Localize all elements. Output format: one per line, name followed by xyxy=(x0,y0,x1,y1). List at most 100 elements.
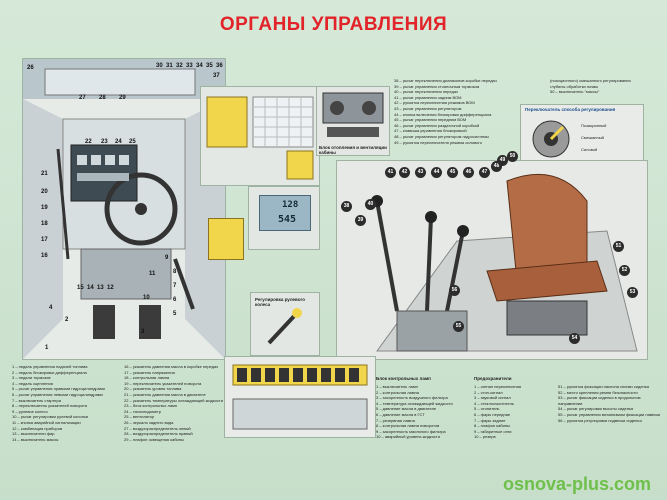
switch-block-left xyxy=(208,218,244,260)
steering-adjust-panel: Регулировка рулевого колеса xyxy=(250,292,320,356)
legend-item: (позиционного) смешанного регулирования xyxy=(550,78,631,83)
legend-item: 11 – кнопка аварийной сигнализации xyxy=(12,419,81,425)
callout-44: 44 xyxy=(431,167,442,178)
callout-31: 31 xyxy=(166,63,173,69)
legend-item: 2 – стоп-сигнал xyxy=(474,389,503,395)
callout-41: 41 xyxy=(385,167,396,178)
legend-item: 10 – аварийный уровень жидкости xyxy=(376,434,440,440)
mode-mixed: Смешанный xyxy=(581,135,604,140)
legend-item: 17 – указатель напряжения xyxy=(124,369,175,375)
callout-33: 33 xyxy=(186,63,193,69)
callout-35: 35 xyxy=(206,63,213,69)
callout-51: 51 xyxy=(613,241,624,252)
legend-item: 19 – переключатель указателей поворота xyxy=(124,380,202,386)
caption-lamp-block: Блок контрольных ламп xyxy=(376,376,431,381)
legend-item: 27 – воздухораспределитель левый xyxy=(124,425,191,431)
legend-item: 41 – рычаг управления задним ВОМ xyxy=(394,94,462,100)
callout-16: 16 xyxy=(41,253,48,259)
heating-panel-drawing xyxy=(206,96,314,180)
legend-item: 45 – рычаг управления передним ВОМ xyxy=(394,117,467,123)
lcd-value-2: 545 xyxy=(278,214,297,225)
callout-7: 7 xyxy=(173,283,177,289)
callout-42: 42 xyxy=(399,167,410,178)
callout-17: 17 xyxy=(41,237,48,243)
legend-item: 43 – рычаг управления регулятором xyxy=(394,105,462,111)
callout-47: 47 xyxy=(479,167,490,178)
cab-drawing xyxy=(23,59,225,359)
callout-11: 11 xyxy=(149,271,156,277)
callout-3: 3 xyxy=(141,329,145,335)
legend-seat: 51 – рукоятка фиксации наклона спинки си… xyxy=(558,384,662,423)
watermark: osnova-plus.com xyxy=(502,474,651,494)
legend-item: 55 – рычаг управления механизмом фиксаци… xyxy=(558,411,661,417)
heating-panel xyxy=(200,86,320,186)
callout-56: 56 xyxy=(449,285,460,296)
lamp-block-drawing xyxy=(232,364,368,430)
regulator-switch-panel: Переключатель способа регулирования Пози… xyxy=(520,104,644,166)
legend-item: 9 – габаритные огни xyxy=(474,428,512,434)
legend-right-top-2: (позиционного) смешанного регулирования … xyxy=(550,78,660,95)
legend-item: 7 – резервная лампа xyxy=(376,417,415,423)
legend-item: 5 – рычаг управления правыми гидроцилинд… xyxy=(12,386,105,392)
legend-item: 4 – педаль сцепления xyxy=(12,380,53,386)
lamp-block-illustration xyxy=(224,356,376,438)
callout-8: 8 xyxy=(173,269,177,275)
callout-43: 43 xyxy=(415,167,426,178)
legend-right-top: 38 – рычаг переключения диапазонов короб… xyxy=(394,78,544,145)
legend-item: 29 – плафон освещения кабины xyxy=(124,436,184,442)
legend-item: 46 – рычаг управления раздаточной коробк… xyxy=(394,122,480,128)
legend-item: 39 – рычаг управления стояночным тормозо… xyxy=(394,83,480,89)
callout-20: 20 xyxy=(41,189,48,195)
legend-item: 10 – резерв xyxy=(474,434,496,440)
legend-lamp-block: 1 – выключатель ламп 2 – контрольная лам… xyxy=(376,384,466,440)
legend-item: 6 – фары передние xyxy=(474,411,511,417)
legend-item: 48 – рычаг управления регулятором гидрос… xyxy=(394,133,489,139)
legend-item: 20 – указатель уровня топлива xyxy=(124,386,182,392)
legend-bottom-mid: 16 – указатель давления масла в коробке … xyxy=(124,364,224,442)
callout-10: 10 xyxy=(143,295,150,301)
legend-item: 50 – выключатель "массы" xyxy=(550,89,600,95)
legend-item: 42 – рукоятка переключения режимов ВОМ xyxy=(394,100,475,106)
callout-53: 53 xyxy=(627,287,638,298)
legend-item: 12 – комбинация приборов xyxy=(12,425,63,431)
cab-interior-illustration: 26 30 31 32 33 34 35 36 37 27 28 29 22 2… xyxy=(22,58,226,360)
legend-item: 44 – кнопка включения блокировки диффере… xyxy=(394,111,492,117)
lcd-panel: 128 545 xyxy=(248,186,320,250)
legend-item: 3 – засоренность воздушного фильтра xyxy=(376,395,448,401)
legend-item: 47 – клавиша управления блокировкой xyxy=(394,128,467,134)
poster-title: ОРГАНЫ УПРАВЛЕНИЯ xyxy=(219,14,448,35)
callout-1: 1 xyxy=(45,345,49,351)
callout-12: 12 xyxy=(107,285,114,291)
callout-6: 6 xyxy=(173,297,177,303)
regulator-switch-drawing xyxy=(532,120,570,158)
callout-49: 49 xyxy=(497,155,508,166)
callout-4: 4 xyxy=(49,305,53,311)
legend-item: 3 – педали тормозов xyxy=(12,375,51,381)
mode-positional: Позиционный xyxy=(581,123,607,128)
caption-steering-adjust: Регулировка рулевого колеса xyxy=(255,297,306,307)
callout-13: 13 xyxy=(97,285,104,291)
legend-item: 23 – блок контрольных ламп xyxy=(124,403,177,409)
legend-item: 13 – выключатели фар xyxy=(12,431,55,437)
caption-plow-regulator: Переключатель способа регулирования xyxy=(525,107,616,112)
legend-item: 10 – рычаг регулировки рулевой колонки xyxy=(12,414,88,420)
callout-5: 5 xyxy=(173,311,177,317)
legend-item: 28 – воздухораспределитель правый xyxy=(124,431,193,437)
callout-52: 52 xyxy=(619,265,630,276)
callout-36: 36 xyxy=(216,63,223,69)
callout-2: 2 xyxy=(65,317,69,323)
legend-item: глубины обработки почвы xyxy=(550,83,599,89)
mode-power: Силовой xyxy=(581,147,598,152)
legend-item: 38 – рычаг переключения диапазонов короб… xyxy=(394,78,497,83)
legend-item: 5 – давление масла в двигателе xyxy=(376,406,437,412)
legend-item: 4 – температура охлаждающей жидкости xyxy=(376,400,453,406)
caption-heating-block: Блок отопления и вентиляции кабины xyxy=(319,145,387,155)
heating-block-drawing xyxy=(322,92,384,137)
legend-item: 21 – указатель давления масла в двигател… xyxy=(124,391,206,397)
callout-21: 21 xyxy=(41,171,48,177)
heating-block: Блок отопления и вентиляции кабины xyxy=(316,86,390,156)
callout-39: 39 xyxy=(355,215,366,226)
legend-item: 52 – место крепления ремня безопасности xyxy=(558,389,638,395)
callout-15: 15 xyxy=(77,285,84,291)
